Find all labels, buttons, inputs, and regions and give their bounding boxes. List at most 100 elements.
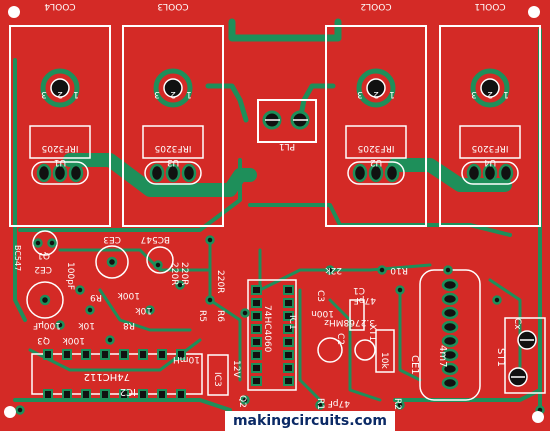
ic2-pin-top: [100, 349, 110, 360]
mosfet-pad-1: [466, 163, 482, 183]
pad: [106, 256, 118, 268]
label-q1: Q1: [37, 250, 50, 260]
mosfet-part-label: IRF3205: [155, 143, 192, 153]
mosfet-pad-2: [482, 163, 498, 183]
ic2-pin-bottom: [138, 389, 148, 400]
trace-u3-connector: [205, 83, 249, 123]
pad: [47, 238, 57, 248]
ic1-pin-left: [251, 363, 262, 373]
label-10mh: 10mH: [173, 354, 200, 364]
mosfet-ref-label: U1: [54, 157, 66, 167]
ce1-pin: [441, 306, 459, 320]
label-c3: C3: [315, 290, 325, 302]
mosfet-ref-label: U2: [370, 157, 382, 167]
lower-left-components: [26, 230, 546, 401]
ic1-pins: [251, 285, 294, 386]
pad: [39, 294, 51, 306]
pad: [240, 395, 250, 405]
label-fuse: ST1: [495, 348, 506, 367]
ic2-pin-top: [157, 349, 167, 360]
mosfet-pad-3: [384, 163, 400, 183]
pl1-label: PL1: [279, 141, 295, 151]
mosfet-pin-label: 2: [373, 89, 379, 99]
ic2-pin-bottom: [100, 389, 110, 400]
mosfet-body-outline: [345, 125, 407, 159]
label-r6: R6: [215, 310, 225, 322]
silkscreen-labels: BC547 BC547 CE3 CE2 Q1 100pF 100k 10k 10…: [13, 234, 522, 410]
trace-mid-left: [18, 158, 242, 232]
heatsink-outline: [325, 25, 427, 227]
mosfet-pad-2: [368, 163, 384, 183]
trace-bc547: [58, 248, 212, 272]
label-4m7: 4m7: [437, 345, 448, 367]
label-q2: Q2: [237, 395, 247, 408]
pad: [240, 308, 250, 318]
ic2-pin-bottom: [157, 389, 167, 400]
label-bc547-side: BC547: [13, 245, 22, 271]
pad: [443, 265, 453, 275]
label-47pf-b: 47pF: [328, 398, 350, 408]
fuse-outline: [504, 317, 546, 394]
ic1-pin-right: [283, 298, 294, 308]
mosfet-part-label: IRF3205: [358, 143, 395, 153]
mosfet-pin-label: 1: [503, 89, 509, 99]
trace-ic1: [298, 288, 322, 402]
label-10k-b: 10k: [78, 320, 95, 330]
ic1-pin-right: [283, 350, 294, 360]
mounting-holes: [4, 6, 544, 423]
mosfet-body-outline: [29, 125, 91, 159]
mosfet-pad-2: [52, 163, 68, 183]
ce1-pin: [441, 292, 459, 306]
label-100n: 100n: [311, 308, 334, 318]
ic1-pin-left: [251, 324, 262, 334]
pad: [15, 405, 25, 415]
label-ic3: IC3: [212, 372, 222, 387]
pad: [145, 305, 155, 315]
mosfet-pin-label: 1: [186, 89, 192, 99]
mosfet-pad-2: [165, 163, 181, 183]
heatsink-mount-ring: [153, 68, 193, 108]
ic1-pin-right: [283, 376, 294, 386]
mosfet-pin-label: 2: [487, 89, 493, 99]
trace-10k: [398, 288, 422, 382]
mosfet-ref-label: U4: [484, 157, 497, 167]
pad: [205, 235, 215, 245]
pad: [492, 295, 502, 305]
mosfet-pad-3: [181, 163, 197, 183]
fuse-pads: [508, 330, 537, 387]
ic2-outline: [31, 353, 203, 395]
ce3-outline: [26, 281, 64, 319]
trace-top-bus: [228, 18, 342, 42]
pad: [105, 335, 115, 345]
heatsink-u2: 321COOL2U561.6XIRF3205U2: [325, 1, 427, 227]
pad: [85, 305, 95, 315]
label-100k-b: 100k: [62, 335, 85, 345]
heatsink-mount-hole: [480, 78, 500, 98]
heatsink-mount-hole: [163, 78, 183, 98]
ic1-pin-right: [283, 337, 294, 347]
pad: [325, 265, 335, 275]
pad: [33, 238, 43, 248]
mosfet-pin-label: 3: [154, 89, 160, 99]
heatsink-mount-ring: [356, 68, 396, 108]
connector-pl1: PL1: [257, 99, 317, 151]
label-220r-c: 220R: [215, 270, 225, 293]
heatsink-mount-ring: [40, 68, 80, 108]
label-100k-a: 100k: [117, 290, 140, 300]
ce1-pin: [441, 334, 459, 348]
heatsink-u4: 321COOL1U561.6XIRF3205U4: [439, 1, 541, 227]
pl1-outline: [257, 99, 317, 143]
mount-hole-top-right: [528, 6, 540, 18]
label-bc547-top: BC547: [141, 234, 170, 244]
ic1-pin-left: [251, 337, 262, 347]
mosfet-pad-outline: [144, 161, 202, 185]
mosfet-pad-3: [498, 163, 514, 183]
mosfet-pad-3: [68, 163, 84, 183]
ic1-pin-left: [251, 350, 262, 360]
ce1-pin: [441, 348, 459, 362]
mosfet-pad-outline: [31, 161, 89, 185]
mosfet-pin-label: 1: [73, 89, 79, 99]
c2-outline: [317, 337, 343, 363]
label-c1: C1: [353, 285, 365, 295]
